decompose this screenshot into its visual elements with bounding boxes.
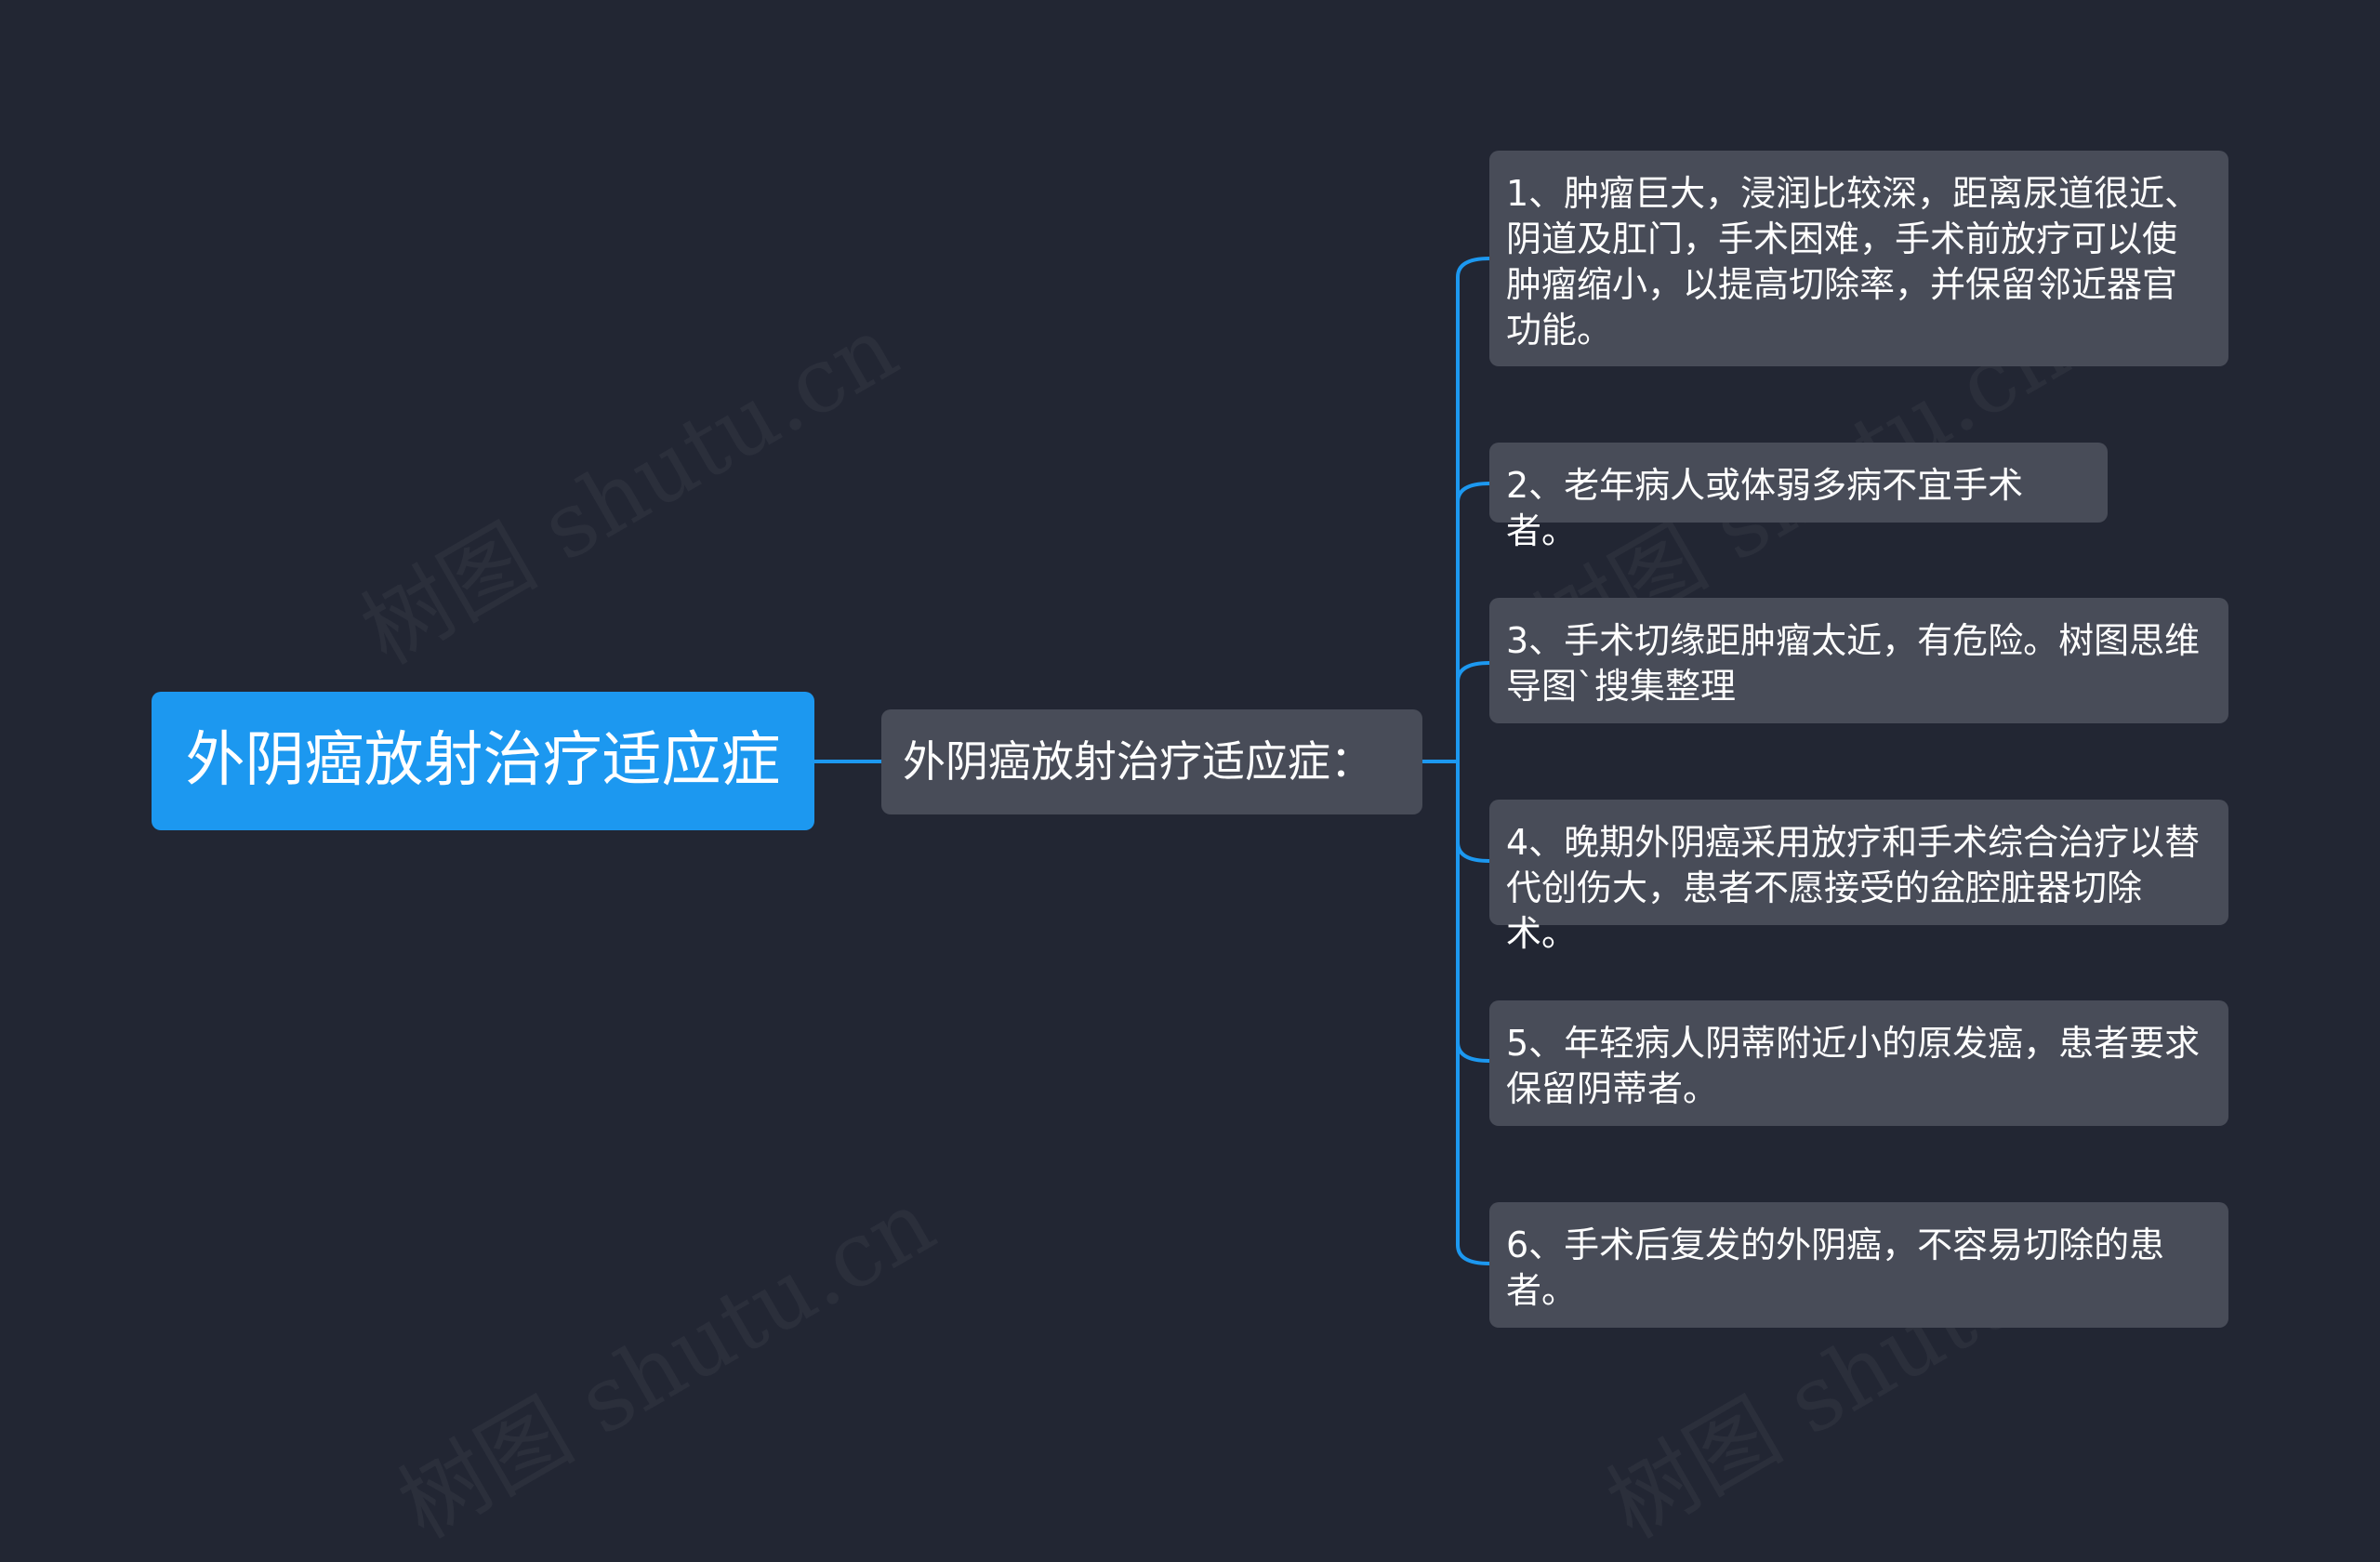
leaf-node-label: 3、手术切缘距肿瘤太近，有危险。树图思维导图`搜集整理 <box>1506 620 2201 707</box>
leaf-node-3[interactable]: 3、手术切缘距肿瘤太近，有危险。树图思维导图`搜集整理 <box>1489 598 2228 723</box>
leaf-node-label: 6、手术后复发的外阴癌，不容易切除的患者。 <box>1506 1224 2165 1311</box>
root-node[interactable]: 外阴癌放射治疗适应症 <box>152 692 814 830</box>
mindmap-canvas: 树图 shutu.cn 树图 shutu.cn 树图 shutu.cn 树图 s… <box>152 151 2228 1328</box>
connector-spine <box>1456 257 1491 1265</box>
leaf-node-label: 1、肿瘤巨大，浸润比较深，距离尿道很近、阴道及肛门，手术困难，手术前放疗可以使肿… <box>1506 173 2201 351</box>
leaf-node-2[interactable]: 2、老年病人或体弱多病不宜手术者。 <box>1489 443 2108 551</box>
connector-leaf-4 <box>1456 841 1491 863</box>
root-node-label: 外阴癌放射治疗适应症 <box>185 726 781 795</box>
connector-lines <box>813 257 1491 1265</box>
connector-leaf-2 <box>1456 482 1491 504</box>
leaf-node-label: 2、老年病人或体弱多病不宜手术者。 <box>1506 465 2024 551</box>
branch-node-label: 外阴癌放射治疗适应症： <box>903 736 1373 787</box>
leaf-node-label: 5、年轻病人阴蒂附近小的原发癌，患者要求保留阴蒂者。 <box>1506 1023 2201 1109</box>
leaf-node-4[interactable]: 4、晚期外阴癌采用放疗和手术综合治疗以替代创伤大，患者不愿接受的盆腔脏器切除术。 <box>1489 800 2228 954</box>
branch-node[interactable]: 外阴癌放射治疗适应症： <box>881 709 1422 814</box>
leaf-node-1[interactable]: 1、肿瘤巨大，浸润比较深，距离尿道很近、阴道及肛门，手术困难，手术前放疗可以使肿… <box>1489 151 2228 366</box>
leaf-node-label: 4、晚期外阴癌采用放疗和手术综合治疗以替代创伤大，患者不愿接受的盆腔脏器切除术。 <box>1506 822 2201 954</box>
leaf-node-5[interactable]: 5、年轻病人阴蒂附近小的原发癌，患者要求保留阴蒂者。 <box>1489 1000 2228 1126</box>
connector-leaf-5 <box>1456 1040 1491 1063</box>
connector-leaf-3 <box>1456 661 1491 683</box>
leaf-node-6[interactable]: 6、手术后复发的外阴癌，不容易切除的患者。 <box>1489 1202 2228 1328</box>
